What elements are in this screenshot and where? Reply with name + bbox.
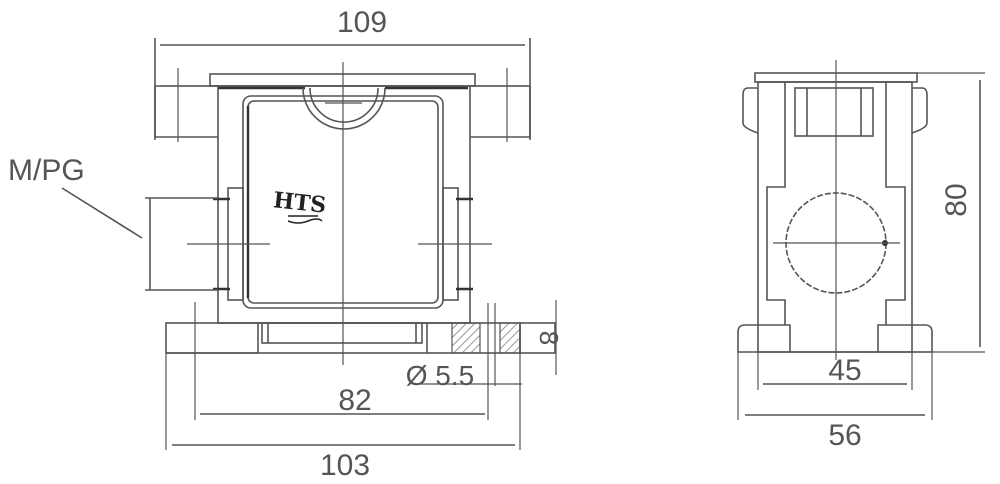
- side-feet: [737, 324, 933, 353]
- dim-45-label: 45: [828, 354, 861, 387]
- dim-109-label: 109: [337, 6, 387, 39]
- latch-cutout: [302, 87, 386, 130]
- dim-82-label: 82: [338, 384, 371, 417]
- dim-8-label: 8: [534, 331, 564, 345]
- front-view: 109 M/PG HTS: [8, 6, 564, 482]
- mounting-hole-section: [451, 322, 481, 354]
- dim-hole-label: Ø 5.5: [406, 360, 474, 391]
- dim-56-label: 56: [828, 419, 861, 452]
- side-housing: [757, 81, 913, 353]
- dim-103-label: 103: [320, 449, 370, 482]
- side-top-block: [794, 87, 874, 137]
- dim-80-label: 80: [940, 183, 973, 216]
- hts-logo: HTS: [272, 187, 327, 218]
- cable-entry: [145, 197, 218, 291]
- side-view: 80 45 56: [737, 60, 985, 452]
- cable-entry-leader: [61, 187, 143, 239]
- cable-entry-label: M/PG: [8, 154, 85, 187]
